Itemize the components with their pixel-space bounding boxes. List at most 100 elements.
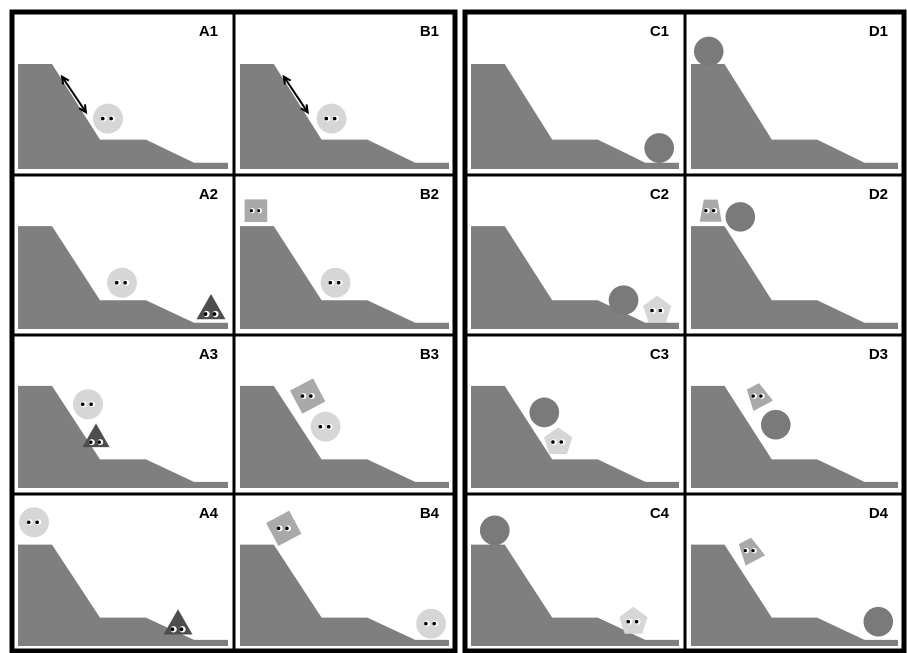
eye-pupil xyxy=(100,116,105,121)
hill-slope xyxy=(471,385,679,488)
circle-agent xyxy=(644,133,675,163)
eye-pupil xyxy=(203,312,208,316)
hill-slope xyxy=(240,385,449,488)
pentagon-agent xyxy=(544,427,573,455)
panel-label: B1 xyxy=(420,23,439,40)
circle-agent xyxy=(725,202,756,232)
panel-label: D2 xyxy=(869,186,888,203)
hill-slope xyxy=(471,64,679,169)
square-agent xyxy=(290,378,326,414)
circle-agent xyxy=(479,515,510,546)
panel-label: D1 xyxy=(869,23,888,40)
eye-pupil xyxy=(634,619,639,624)
eye-pupil xyxy=(704,209,708,213)
panel-c3: C3 xyxy=(465,335,685,494)
trapezoid-agent xyxy=(699,199,722,222)
eye-pupil xyxy=(650,308,654,313)
eye-pupil xyxy=(114,280,119,285)
eye-pupil xyxy=(759,394,763,398)
eye-pupil xyxy=(324,116,329,121)
panel-label: B2 xyxy=(420,186,439,203)
distance-arrow xyxy=(282,76,309,113)
eye-pupil xyxy=(276,526,281,531)
panel-d3: D3 xyxy=(685,335,904,494)
hill-slope xyxy=(18,544,228,646)
eye-pupil xyxy=(626,619,631,624)
eye-pupil xyxy=(658,308,663,313)
hill-slope xyxy=(18,385,228,488)
hill-slope xyxy=(691,385,898,488)
eye-pupil xyxy=(26,520,31,525)
hill-slope xyxy=(691,544,898,646)
hill-slope xyxy=(691,64,898,169)
panel-label: D3 xyxy=(869,346,888,363)
eye-pupil xyxy=(328,280,333,285)
arrowhead xyxy=(300,104,309,115)
panel-b3: B3 xyxy=(234,335,455,494)
panel-b4: B4 xyxy=(234,494,455,652)
eye-pupil xyxy=(249,209,253,213)
circle-agent xyxy=(608,285,639,316)
panel-label: C1 xyxy=(650,23,669,40)
eye-pupil xyxy=(751,549,755,553)
panel-label: B4 xyxy=(420,505,440,522)
hill-slope xyxy=(18,64,228,169)
panel-label: A2 xyxy=(199,186,218,203)
circle-agent xyxy=(93,103,123,134)
square-agent xyxy=(244,199,268,223)
circle-agent xyxy=(863,606,894,637)
distance-arrow xyxy=(61,76,87,113)
panel-label: C3 xyxy=(650,346,669,363)
eye-pupil xyxy=(326,424,331,429)
square-agent xyxy=(266,510,302,547)
hill-slope xyxy=(240,64,449,169)
panel-label: B3 xyxy=(420,346,439,363)
panel-a1: A1 xyxy=(12,12,234,175)
panel-c4: C4 xyxy=(465,494,685,652)
eye-pupil xyxy=(170,627,175,632)
panel-label: A1 xyxy=(199,23,218,40)
circle-agent xyxy=(416,608,447,639)
eye-pupil xyxy=(300,394,305,398)
panel-d2: D2 xyxy=(685,175,904,335)
panel-c2: C2 xyxy=(465,175,685,335)
arrowhead xyxy=(282,74,292,85)
eye-pupil xyxy=(336,280,341,285)
eye-pupil xyxy=(212,312,217,316)
circle-agent xyxy=(107,267,137,298)
hill-slope xyxy=(18,226,228,329)
eye-pupil xyxy=(309,394,313,398)
panel-a2: A2 xyxy=(12,175,234,335)
panel-d4: D4 xyxy=(685,494,904,652)
arrowhead xyxy=(60,74,70,85)
eye-pupil xyxy=(123,280,127,285)
circle-agent xyxy=(760,409,791,440)
eye-pupil xyxy=(711,209,716,213)
eye-pupil xyxy=(89,402,93,407)
hill-slope xyxy=(691,226,898,329)
eye-pupil xyxy=(318,424,323,429)
circle-agent xyxy=(320,267,351,298)
panel-b1: B1 xyxy=(234,12,455,175)
hill-slope xyxy=(240,544,449,646)
panel-label: D4 xyxy=(869,505,889,522)
eye-pupil xyxy=(432,621,437,626)
circle-agent xyxy=(19,507,49,538)
panel-c1: C1 xyxy=(465,12,685,175)
eye-pupil xyxy=(424,621,428,626)
eye-pupil xyxy=(743,549,747,553)
pentagon-agent xyxy=(643,295,672,323)
group-frame xyxy=(462,9,907,653)
circle-agent xyxy=(310,411,341,442)
eye-pupil xyxy=(35,520,39,525)
eye-pupil xyxy=(109,116,113,121)
panel-b2: B2 xyxy=(234,175,455,335)
hill-slope xyxy=(240,226,449,329)
eye-pupil xyxy=(285,526,289,531)
eye-pupil xyxy=(88,440,93,444)
circle-agent xyxy=(316,103,347,134)
panel-a3: A3 xyxy=(12,335,234,494)
circle-agent xyxy=(693,36,724,67)
